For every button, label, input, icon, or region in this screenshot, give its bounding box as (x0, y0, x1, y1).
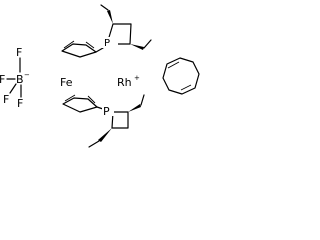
upper-cp-double-2 (85, 41, 95, 49)
cod-double-bond-2 (180, 84, 192, 91)
fluorine-bottom-left-label: F (3, 93, 9, 106)
lower-cp-outline (62, 97, 98, 113)
upper-phosphetane: P (100, 4, 152, 50)
boron-charge-label: − (24, 71, 30, 79)
fluorine-left-label: F (0, 73, 5, 86)
upper-phosphetane-ring (106, 23, 132, 45)
structure-canvas: F F F F B − P Fe Rh + (0, 0, 207, 164)
cod-double-bond-1 (167, 61, 180, 69)
lower-ethyl-1-terminal (140, 94, 145, 106)
upper-cp-outline (61, 43, 97, 58)
bf-bond-bottom-left (9, 83, 17, 94)
lower-cp-double-1 (64, 94, 76, 102)
rhodium-label: Rh (117, 76, 132, 89)
upper-cp-double-1 (63, 40, 75, 49)
tetrafluoroborate: F F F F B − (0, 46, 30, 110)
lower-phosphetane-ring (111, 111, 129, 129)
lower-ethyl-1-wedge (128, 104, 141, 112)
rhodium-center: Rh + (117, 74, 140, 89)
lower-ethyl-2-terminal (88, 140, 100, 148)
cod-ring (162, 57, 200, 95)
upper-ethyl-1-terminal (100, 4, 109, 11)
lower-cp-double-2 (87, 95, 96, 104)
phosphorus-top-label: P (104, 38, 110, 49)
iron-label: Fe (60, 76, 73, 89)
upper-cyclopentadienyl-ring (61, 40, 104, 58)
phosphorus-bottom-label: P (103, 105, 110, 118)
upper-ethyl-2-wedge (130, 44, 144, 50)
fluorine-top-label: F (16, 46, 22, 59)
lower-p-label-mask (102, 104, 114, 116)
lower-ethyl-2-wedge (98, 128, 112, 142)
upper-cp-to-p-bond (95, 47, 104, 53)
upper-ethyl-1-wedge (107, 10, 113, 24)
upper-ethyl-2-terminal (143, 39, 152, 49)
cyclooctadiene (162, 57, 200, 95)
boron-label: B (16, 73, 24, 86)
rhodium-charge-label: + (134, 74, 140, 82)
lower-cyclopentadienyl-ring (62, 94, 104, 113)
upper-p-label-mask (101, 37, 118, 48)
lower-phosphetane: P (88, 94, 145, 148)
chemical-structure: F F F F B − P Fe Rh + (0, 4, 200, 148)
fluorine-bottom-label: F (17, 97, 23, 110)
